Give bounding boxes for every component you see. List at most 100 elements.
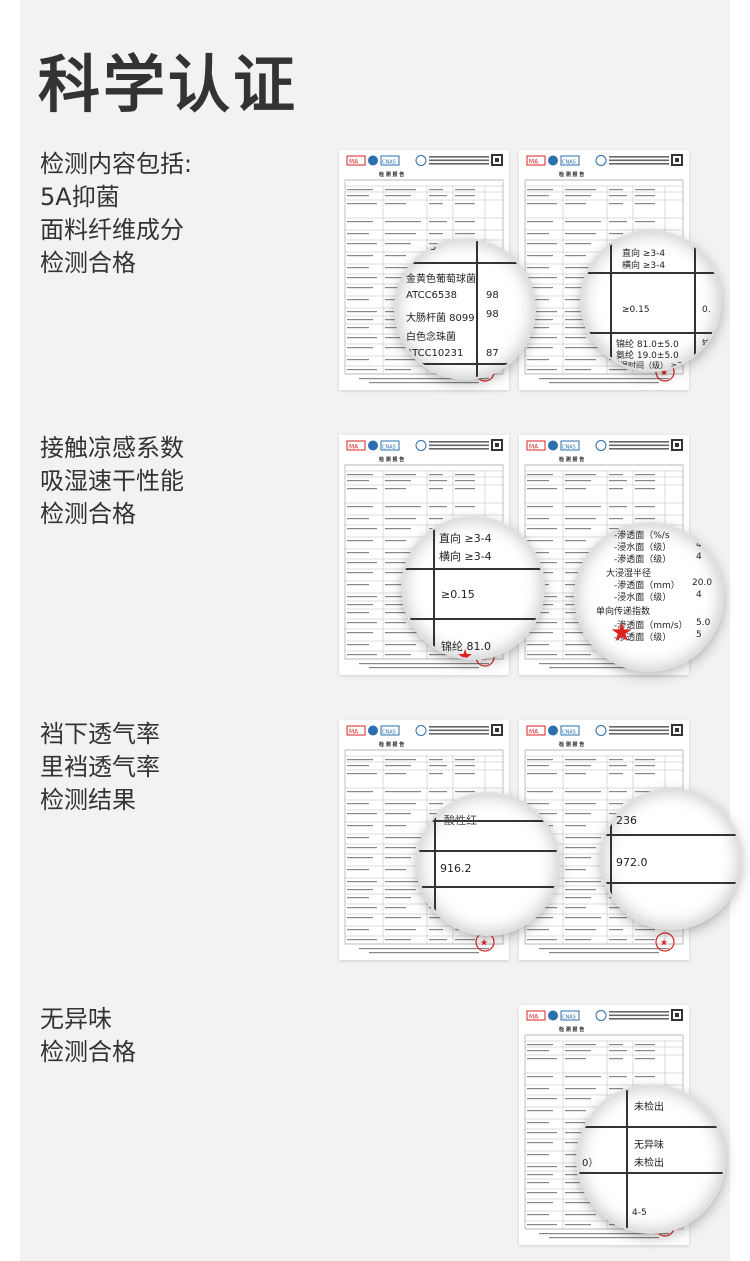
text-line	[565, 528, 591, 530]
text-line	[527, 939, 557, 941]
footer-line	[369, 382, 479, 384]
header-line	[429, 448, 489, 450]
text-line	[635, 480, 655, 482]
text-line	[385, 488, 406, 490]
text-line	[635, 474, 655, 476]
text-line	[527, 1110, 553, 1112]
zoom-text: 氨	[702, 351, 712, 361]
text-line	[565, 287, 591, 289]
text-line	[609, 1058, 623, 1060]
text-line	[609, 528, 627, 530]
footer-line	[359, 378, 489, 380]
cma-badge-text: MA	[529, 1014, 539, 1021]
text-line	[609, 929, 623, 931]
seal-star-icon: ★	[457, 646, 474, 658]
magnifier-lens: 236 972.0	[602, 790, 740, 928]
header-line	[609, 441, 669, 443]
text-line	[635, 221, 655, 223]
text-line	[635, 773, 655, 775]
cnas-badge-icon	[560, 155, 580, 166]
section-4-description: 无异味 检测合格	[40, 1003, 320, 1069]
zoom-text: 4	[696, 540, 702, 550]
text-line	[385, 765, 411, 767]
text-line	[635, 506, 655, 508]
text-line	[385, 528, 411, 530]
seal-star-icon: ★	[660, 369, 668, 379]
text-line	[429, 480, 447, 482]
cma-badge-text: MA	[529, 444, 539, 451]
text-line	[527, 203, 557, 205]
zoom-text: 白色念珠菌	[406, 332, 456, 343]
text-line	[347, 287, 373, 289]
description-line: 无异味	[40, 1005, 112, 1033]
text-line	[385, 195, 411, 197]
text-line	[527, 1174, 553, 1176]
text-line	[609, 773, 623, 775]
text-line	[385, 474, 416, 476]
magnifier-lens: 未检出 无异味 0） 未检出 4-5	[578, 1086, 724, 1232]
text-line	[565, 837, 601, 839]
text-line	[385, 552, 421, 554]
text-line	[609, 1050, 627, 1052]
footer-line	[359, 663, 489, 665]
text-line	[347, 327, 369, 329]
header-line	[429, 441, 489, 443]
qr-code-core	[495, 728, 499, 732]
text-line	[385, 337, 406, 339]
cnas-badge-icon	[380, 725, 400, 736]
text-line	[565, 1058, 586, 1060]
text-line	[527, 644, 549, 646]
text-line	[565, 359, 596, 361]
text-line	[527, 759, 553, 761]
text-line	[565, 552, 601, 554]
text-line	[347, 612, 369, 614]
header-line	[609, 159, 669, 162]
qr-code-core	[495, 443, 499, 447]
text-line	[347, 311, 377, 313]
zoom-text: 20.0	[692, 578, 713, 588]
text-line	[385, 632, 421, 634]
text-line	[565, 488, 586, 490]
text-line	[565, 195, 591, 197]
text-line	[527, 195, 549, 197]
text-line	[527, 1224, 557, 1226]
cnas-badge-text: CNAS	[562, 730, 576, 736]
description-line: 接触凉感系数	[40, 434, 184, 462]
text-line	[527, 327, 549, 329]
text-line	[385, 825, 406, 827]
text-line	[527, 337, 557, 339]
text-line	[635, 189, 655, 191]
header-line	[609, 1018, 669, 1020]
text-line	[527, 311, 557, 313]
text-line	[609, 369, 627, 371]
qr-code-core	[675, 728, 679, 732]
text-line	[565, 765, 591, 767]
text-line	[565, 319, 596, 321]
footer-line	[549, 382, 659, 384]
text-line	[565, 584, 586, 586]
text-line	[385, 506, 421, 508]
header-line	[429, 163, 489, 165]
text-line	[527, 369, 557, 371]
text-line	[429, 203, 443, 205]
text-line	[385, 644, 416, 646]
text-line	[527, 1076, 553, 1078]
text-line	[527, 267, 549, 269]
zoom-text: 未检出	[634, 1102, 664, 1113]
text-line	[385, 359, 416, 361]
text-line	[429, 518, 443, 520]
text-line	[347, 596, 377, 598]
text-line	[527, 813, 557, 815]
cnas-badge-text: CNAS	[562, 445, 576, 451]
report-heading: 检 测 报 告	[379, 171, 404, 178]
text-line	[385, 267, 421, 269]
text-line	[527, 1192, 557, 1194]
header-line	[609, 726, 669, 728]
text-line	[347, 255, 373, 257]
text-line	[635, 1050, 655, 1052]
zoom-text: 236	[616, 814, 637, 827]
text-line	[565, 277, 596, 279]
zoom-text: 4-5	[632, 1208, 647, 1218]
text-line	[527, 488, 557, 490]
zoom-text: 4-5	[420, 242, 437, 253]
